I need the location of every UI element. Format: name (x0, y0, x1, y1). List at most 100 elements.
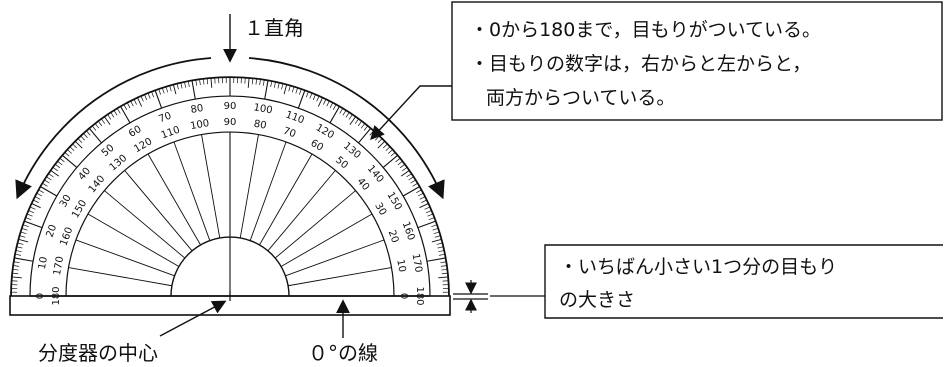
degree-tick (69, 146, 75, 151)
inner-scale-number: 60 (308, 138, 325, 154)
degree-tick (202, 78, 205, 85)
left-range-arrow (15, 57, 212, 200)
degree-spoke (173, 141, 211, 241)
degree-tick (54, 163, 61, 169)
inner-scale-number: 160 (59, 226, 76, 248)
degree-tick (176, 83, 179, 90)
degree-tick (26, 213, 33, 217)
inner-scale-number: 100 (190, 118, 211, 132)
degree-tick (377, 140, 386, 149)
degree-tick (36, 192, 43, 197)
degree-tick (13, 265, 20, 267)
degree-tick (431, 224, 438, 227)
degree-tick (107, 114, 112, 120)
degree-spoke (267, 170, 336, 252)
inner-scale-number: 140 (87, 174, 108, 196)
degree-tick (14, 253, 21, 256)
inner-scale-number: 40 (355, 176, 372, 193)
degree-tick (120, 106, 131, 124)
degree-tick (326, 100, 330, 107)
degree-tick (15, 250, 22, 253)
degree-tick (86, 130, 91, 136)
degree-tick (29, 206, 36, 210)
degree-spoke (68, 267, 172, 287)
degree-tick (288, 85, 291, 92)
degree-tick (61, 154, 78, 168)
outer-scale-number: 80 (190, 103, 204, 116)
degree-tick (83, 133, 88, 138)
outer-scale-number: 40 (77, 166, 94, 183)
degree-spoke (274, 190, 356, 259)
degree-tick (419, 196, 426, 200)
degree-tick (375, 135, 380, 141)
center-label: 分度器の中心 (38, 341, 158, 365)
degree-spoke (280, 213, 373, 267)
degree-ticks (11, 77, 449, 297)
degree-tick (18, 238, 29, 243)
degree-tick (13, 261, 20, 264)
degree-tick (441, 268, 448, 271)
degree-tick (123, 104, 128, 110)
degree-tick (172, 84, 177, 95)
degree-tick (323, 99, 327, 105)
right-angle-label: １直角 (244, 16, 304, 40)
scale-note-box (451, 1, 943, 121)
degree-tick (440, 261, 447, 264)
inner-scale-number: 20 (386, 229, 401, 245)
degree-tick (251, 78, 254, 85)
degree-tick (360, 123, 366, 129)
center-arrow (159, 300, 227, 337)
degree-tick (397, 160, 403, 166)
degree-tick (46, 176, 52, 181)
degree-tick (91, 125, 97, 131)
degree-tick (264, 80, 269, 100)
degree-tick (410, 179, 416, 184)
degree-tick (441, 272, 448, 275)
degree-spoke (285, 239, 385, 277)
degree-tick (144, 94, 148, 101)
degree-spoke (87, 213, 180, 267)
degree-tick (147, 92, 151, 99)
degree-tick (16, 246, 23, 249)
degree-tick (255, 78, 258, 85)
degree-tick (191, 80, 196, 100)
degree-tick (421, 199, 427, 203)
degree-tick (64, 152, 70, 157)
degree-tick (426, 257, 446, 262)
degree-tick (94, 123, 100, 129)
degree-tick (424, 206, 431, 210)
degree-tick (406, 173, 412, 178)
degree-tick (419, 203, 429, 209)
scale-note-line-2: ・目もりの数字は，右からと左からと， (470, 53, 811, 75)
degree-tick (332, 104, 337, 110)
degree-tick (329, 106, 340, 124)
degree-tick (436, 242, 443, 245)
degree-tick (133, 99, 137, 105)
outer-scale-number: 60 (127, 124, 144, 140)
degree-spoke (249, 141, 287, 241)
outer-scale-number: 90 (224, 101, 237, 112)
degree-tick (259, 79, 261, 86)
degree-tick (395, 157, 401, 163)
degree-tick (412, 182, 418, 187)
degree-tick (88, 127, 102, 144)
inner-scale-number: 110 (160, 125, 182, 142)
degree-tick (130, 100, 134, 107)
degree-tick (400, 170, 410, 177)
degree-tick (377, 138, 383, 144)
degree-tick (312, 94, 316, 101)
degree-tick (169, 85, 172, 92)
degree-tick (42, 182, 48, 187)
degree-tick (161, 87, 165, 94)
degree-tick (104, 116, 111, 126)
inner-scale-number: 50 (333, 155, 350, 172)
degree-tick (38, 189, 44, 194)
degree-tick (388, 149, 393, 154)
degree-tick (184, 81, 187, 88)
degree-tick (329, 102, 334, 109)
degree-tick (17, 242, 24, 245)
degree-tick (283, 84, 288, 95)
degree-tick (44, 179, 50, 184)
outer-scale-number: 100 (253, 102, 274, 116)
degree-tick (434, 235, 441, 238)
